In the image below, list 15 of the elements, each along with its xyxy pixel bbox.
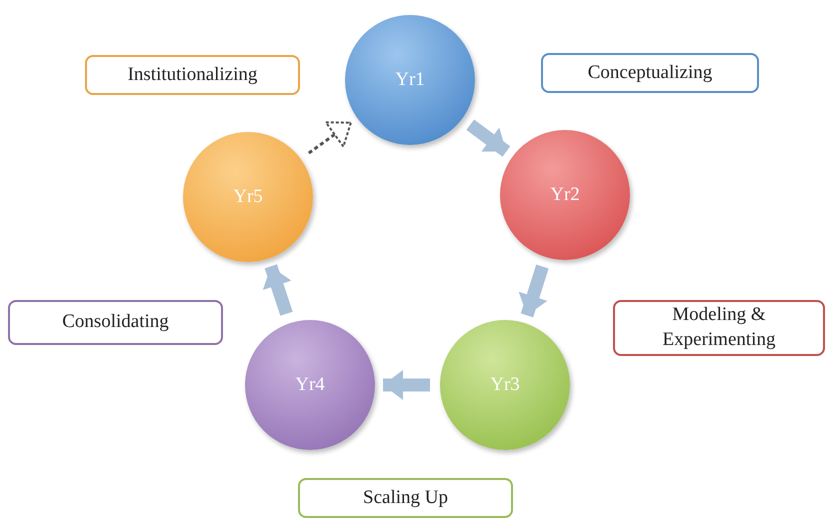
year-circle: Yr5: [183, 132, 313, 262]
arrow: [383, 370, 430, 400]
stage-label-box: Scaling Up: [298, 478, 513, 518]
arrow: [518, 264, 549, 318]
year-circle: Yr1: [345, 15, 475, 145]
year-circle: Yr2: [500, 130, 630, 260]
stage-label-box: Institutionalizing: [85, 55, 300, 95]
arrow: [308, 121, 352, 154]
arrow: [466, 119, 510, 157]
arrow: [262, 264, 293, 316]
stage-label-box: Conceptualizing: [541, 53, 759, 93]
stage-label-box: Consolidating: [8, 300, 223, 345]
year-circle: Yr3: [440, 320, 570, 450]
stage-label-box: Modeling & Experimenting: [613, 300, 825, 356]
year-circle: Yr4: [245, 320, 375, 450]
